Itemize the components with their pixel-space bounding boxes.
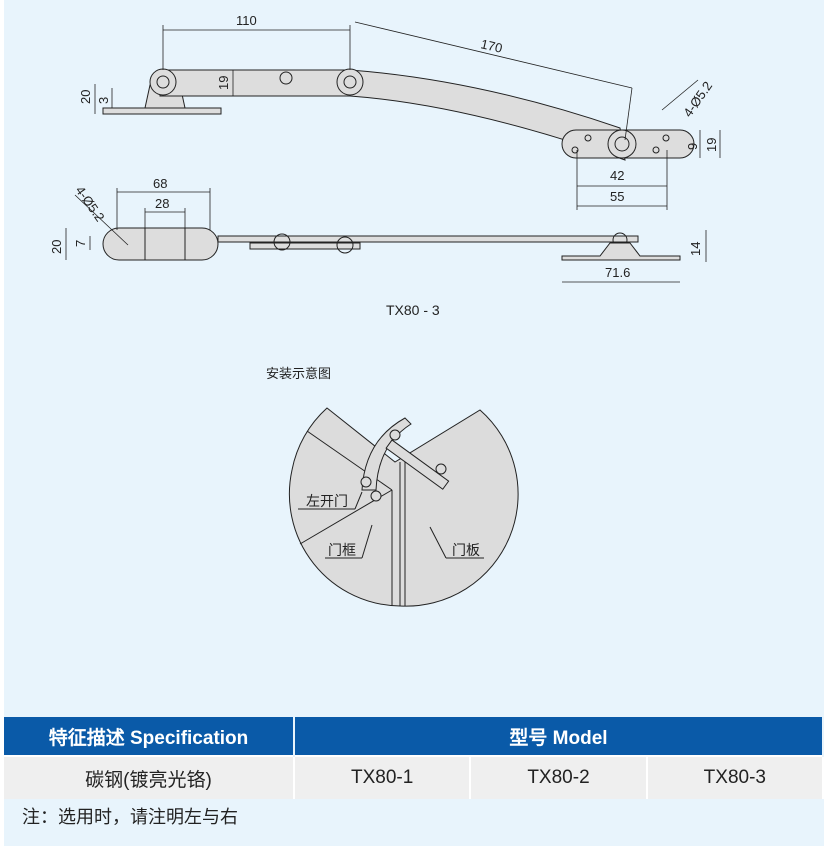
dim-68: 68 [153, 176, 167, 191]
dim-28: 28 [155, 196, 169, 211]
install-title: 安装示意图 [266, 366, 331, 381]
label-left-door: 左开门 [306, 493, 348, 509]
dim-110: 110 [236, 13, 257, 28]
dim-hole-left: 4-Ø5.2 [73, 183, 108, 224]
hinge-top-view [102, 68, 695, 161]
cell-model-3: TX80-3 [646, 755, 825, 799]
dim-170: 170 [479, 36, 504, 55]
cell-model-2: TX80-2 [470, 755, 648, 799]
spec-table: 特征描述 Specification 型号 Model 碳钢(镀亮光铬) TX8… [4, 717, 825, 799]
table-row: 碳钢(镀亮光铬) TX80-1 TX80-2 TX80-3 [4, 755, 825, 799]
dim-7: 7 [73, 240, 88, 247]
dim-19: 19 [216, 76, 231, 90]
dim-19b: 19 [704, 138, 719, 152]
dim-14: 14 [688, 242, 703, 256]
header-specification: 特征描述 Specification [4, 717, 295, 756]
dim-20: 20 [78, 90, 93, 104]
dim-hole-right: 4-Ø5.2 [680, 79, 715, 120]
cell-model-1: TX80-1 [294, 755, 472, 799]
dim-55: 55 [610, 189, 624, 204]
dim-42: 42 [610, 168, 624, 183]
label-door-panel: 门板 [452, 542, 480, 558]
selection-note: 注：选用时，请注明左与右 [22, 807, 238, 827]
label-door-frame: 门框 [328, 542, 356, 558]
hinge-side-view [102, 227, 681, 261]
model-caption: TX80 - 3 [386, 302, 440, 318]
dim-9: 9 [685, 143, 700, 150]
dim-3: 3 [96, 97, 111, 104]
dimension-lines [94, 21, 721, 210]
header-model: 型号 Model [294, 717, 824, 756]
dim-20-side: 20 [49, 240, 64, 254]
technical-drawing: 110 170 20 3 19 4-Ø5.2 9 19 42 55 68 28 … [49, 13, 721, 607]
cell-material: 碳钢(镀亮光铬) [4, 755, 295, 799]
install-diagram [288, 407, 519, 607]
dim-71-6: 71.6 [605, 265, 630, 280]
